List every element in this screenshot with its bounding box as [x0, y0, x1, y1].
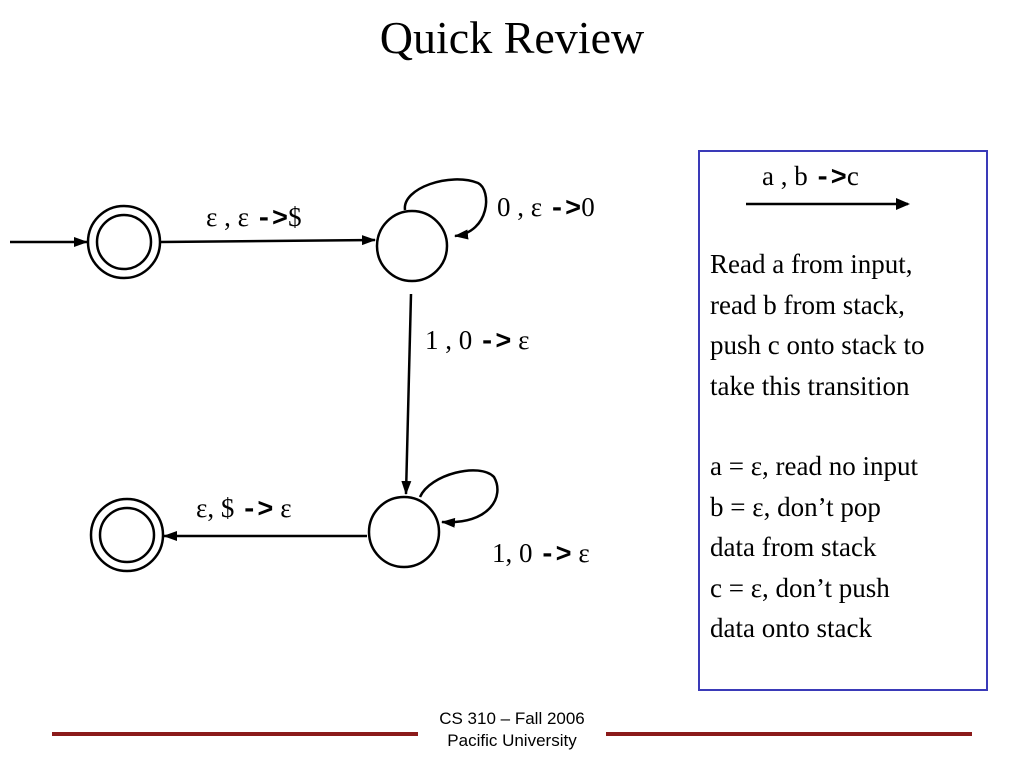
legend-line: Read a from input,	[710, 249, 913, 279]
state-final-accept	[89, 497, 165, 573]
footer-line-left	[52, 732, 418, 736]
legend-rule: data onto stack	[710, 613, 872, 643]
legend-rule: a = ε, read no input	[710, 451, 919, 481]
state-start-accept	[86, 204, 162, 280]
legend-rule: c = ε, don’t push	[710, 572, 890, 603]
legend-arrow	[746, 198, 910, 210]
legend-line: take this transition	[710, 370, 910, 401]
state-push	[375, 209, 449, 283]
label-push-dollar: ε , ε ->$	[206, 202, 302, 235]
legend-line: push c onto stack to	[710, 330, 925, 360]
state-pop	[367, 495, 441, 569]
footer-line-right	[606, 732, 972, 736]
legend-gap	[710, 406, 988, 446]
legend-description: Read a from input, read b from stack, pu…	[710, 244, 988, 649]
legend-box: a , b ->c Read a from input, read b from…	[698, 150, 988, 691]
loop-arrow-one	[418, 469, 499, 528]
transition-arrow-down	[401, 293, 413, 495]
label-loop-zero: 0 , ε ->0	[497, 192, 595, 225]
pda-state-diagram: ε , ε ->$ 0 , ε ->0 1 , 0 -> ε ε, $ -> ε…	[10, 178, 595, 573]
footer-course: CS 310 – Fall 2006	[439, 709, 585, 728]
legend-rule: data from stack	[710, 532, 877, 562]
legend-line: read b from stack,	[710, 289, 905, 320]
label-pop-dollar: ε, $ -> ε	[196, 493, 292, 526]
slide-title: Quick Review	[379, 12, 645, 63]
legend-rule: b = ε, don’t pop	[710, 491, 881, 522]
footer-school: Pacific University	[447, 731, 577, 750]
loop-arrow-zero	[403, 178, 488, 240]
legend-transition-label: a , b ->c	[762, 161, 859, 194]
transition-arrow-push-dollar	[159, 235, 376, 246]
label-down: 1 , 0 -> ε	[425, 325, 530, 358]
footer: CS 310 – Fall 2006 Pacific University	[0, 708, 1024, 752]
label-loop-one: 1, 0 -> ε	[492, 538, 590, 571]
